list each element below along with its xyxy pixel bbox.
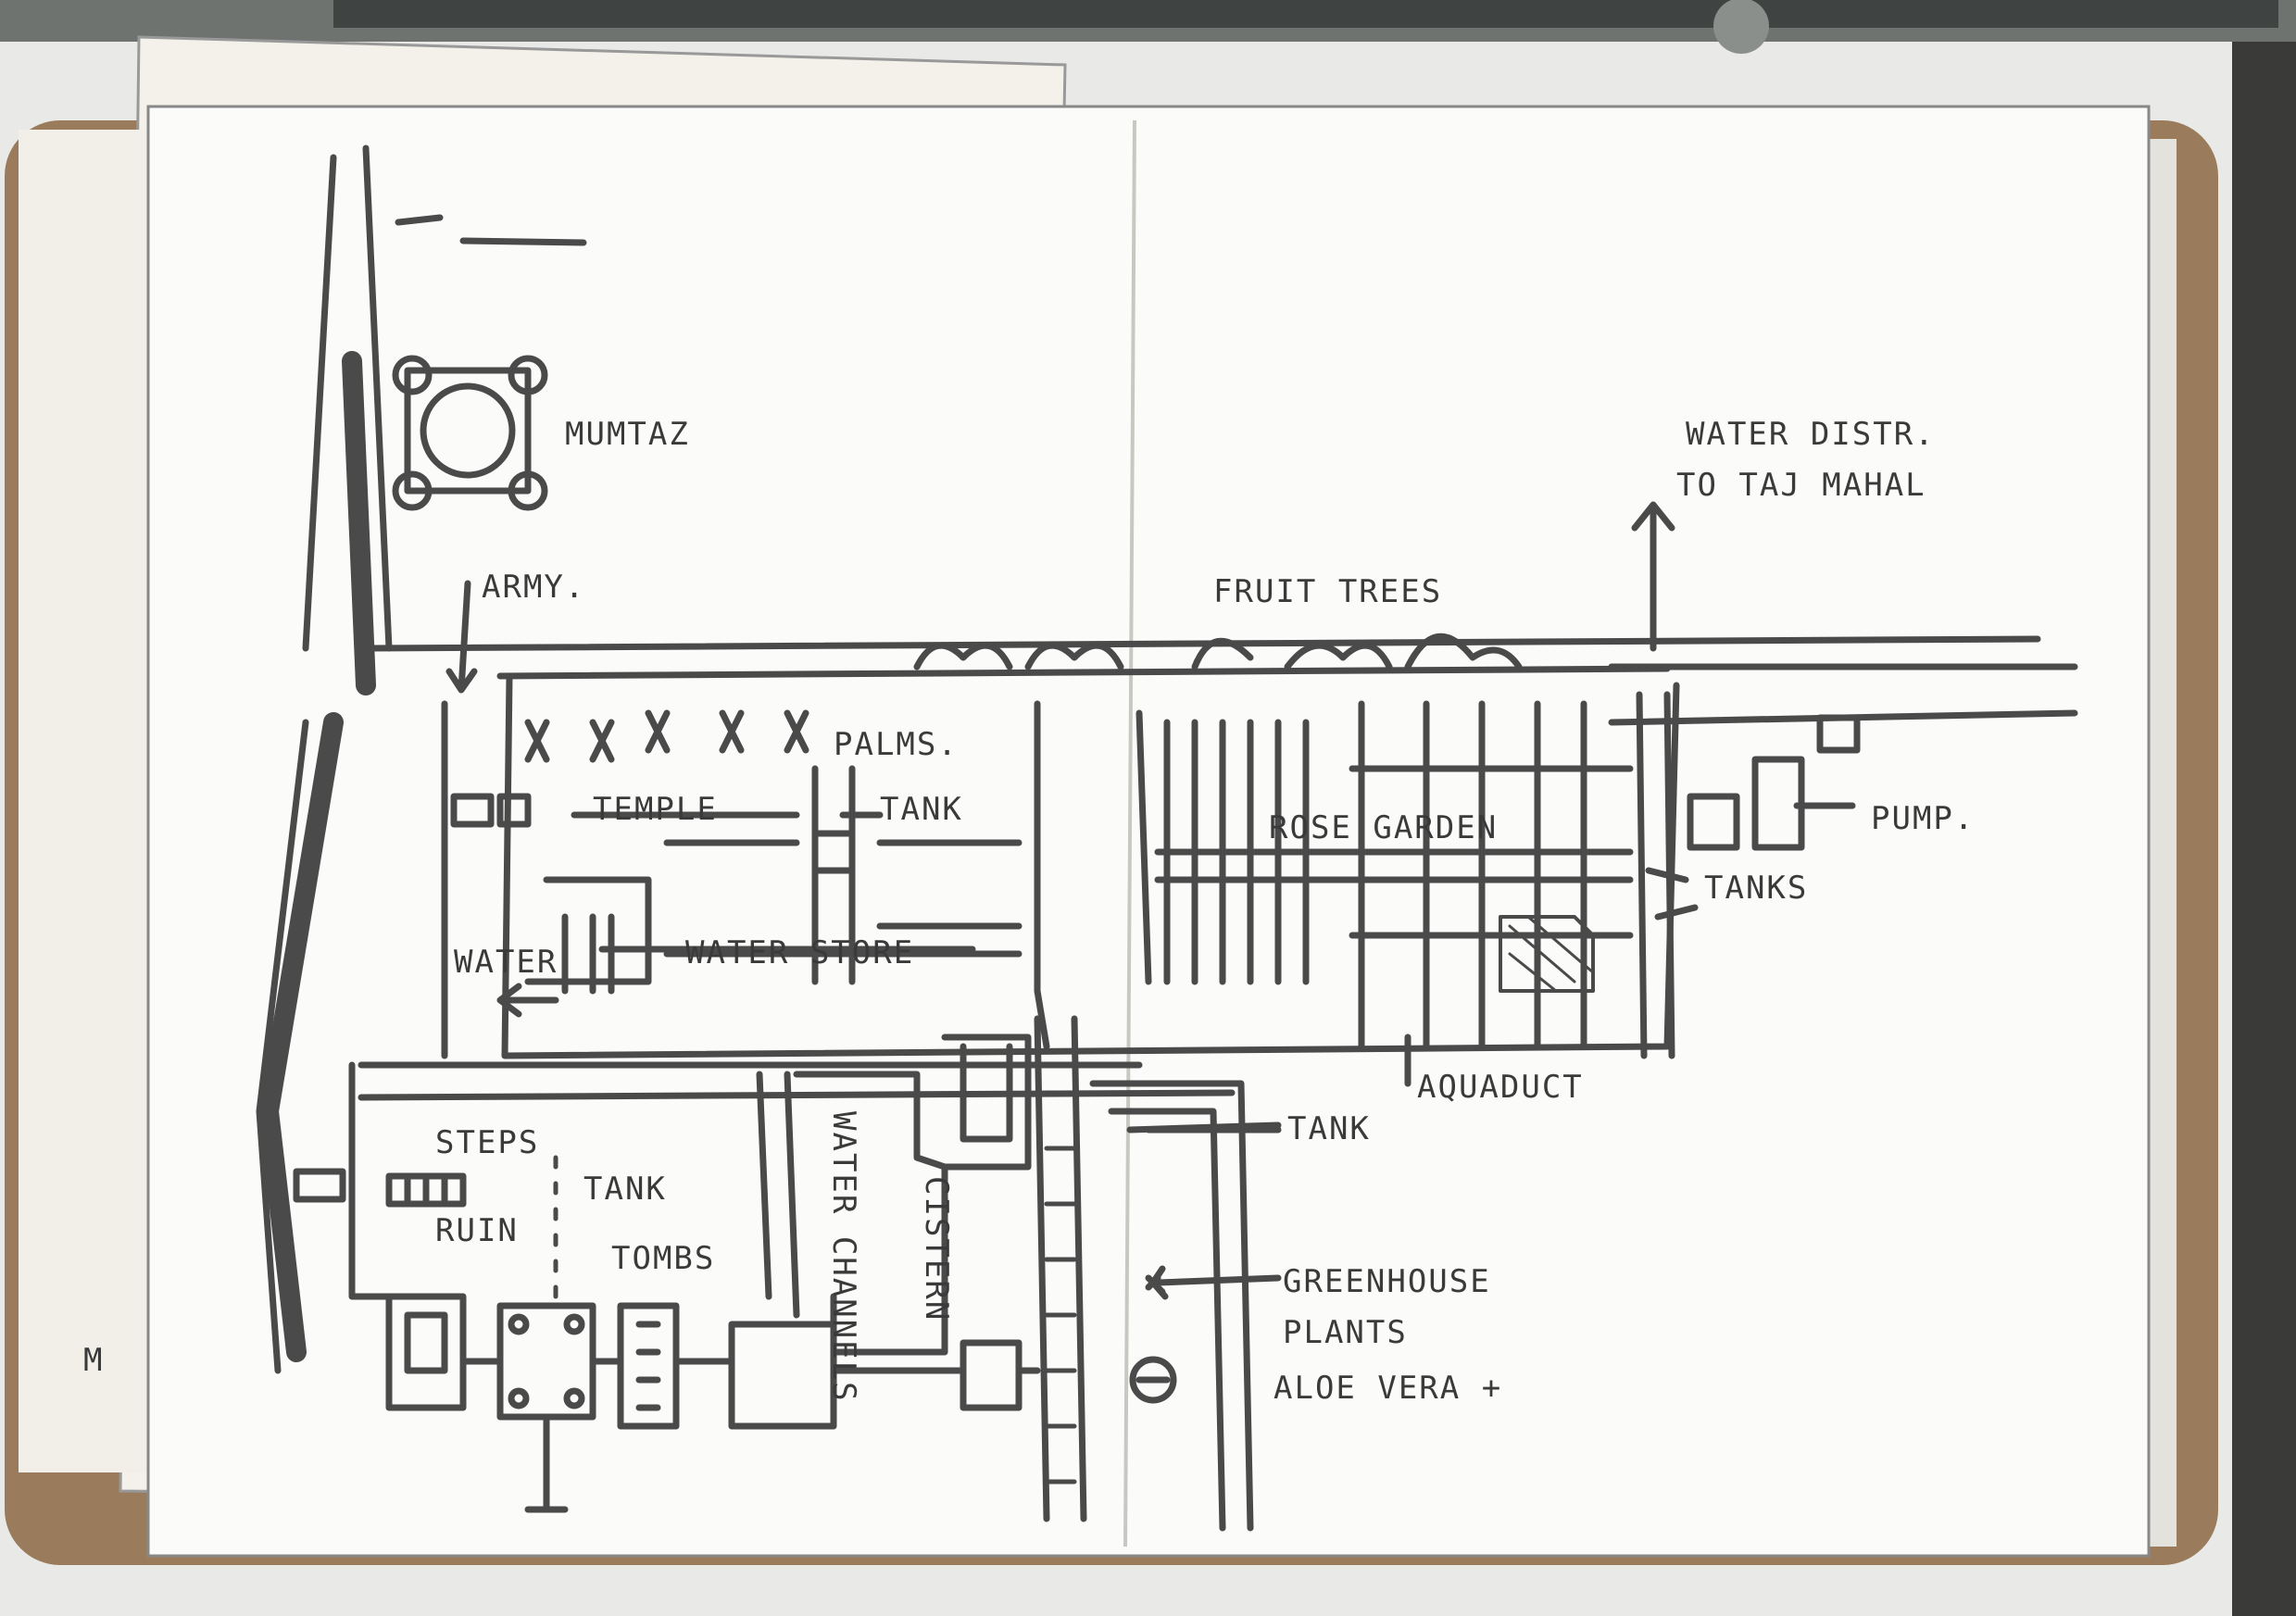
palms — [524, 709, 809, 763]
top-wall — [367, 635, 2041, 652]
label-tank-left: TANK — [583, 1171, 667, 1208]
ladder-channel — [1034, 1015, 1087, 1522]
stub-pages — [19, 130, 167, 1472]
label-water-distr-1: WATER DISTR. — [1686, 416, 1936, 453]
water-distr-arrow — [1631, 501, 1675, 652]
hatched-wall — [342, 351, 376, 695]
hatched-wall — [258, 712, 344, 1362]
label-greenhouse-3: ALOE VERA + — [1273, 1370, 1502, 1407]
label-tanks: TANKS — [1704, 870, 1808, 907]
cistern-tank — [960, 1339, 1023, 1411]
left-wall-line — [362, 144, 393, 652]
tank-small — [811, 830, 856, 874]
label-steps: STEPS — [435, 1124, 539, 1161]
label-army: ARMY. — [482, 569, 585, 606]
center-fold — [1123, 119, 1136, 1547]
left-wall-line — [302, 154, 337, 652]
label-palms: PALMS. — [834, 726, 959, 763]
well — [1129, 1356, 1177, 1404]
screw-icon — [1713, 0, 1769, 54]
label-tank-mid: TANK — [1287, 1110, 1371, 1147]
greenhouse-channel — [1089, 1080, 1254, 1532]
label-temple: TEMPLE — [593, 791, 718, 828]
label-rose-garden: ROSE GARDEN — [1269, 809, 1498, 846]
tank-right-3 — [1816, 714, 1861, 754]
scanner-right-edge — [2232, 42, 2296, 1616]
mumtaz-pavilion — [404, 367, 532, 495]
label-pump: PUMP. — [1871, 800, 1975, 837]
tank-mid — [941, 1033, 1032, 1171]
margin-mark: M — [83, 1342, 104, 1379]
water-channels — [756, 1071, 800, 1319]
ink-drawing — [256, 144, 2078, 1532]
label-fruit-trees: FRUIT TREES — [1213, 573, 1442, 610]
label-greenhouse-1: GREENHOUSE — [1283, 1263, 1491, 1300]
hatched-plot — [1499, 915, 1595, 993]
label-water-store: WATER STORE — [685, 934, 914, 971]
label-aquaduct: AQUADUCT — [1417, 1069, 1584, 1106]
top-wall-inner — [496, 665, 1671, 680]
mumtaz-dome — [420, 382, 516, 479]
label-water-distr-2: TO TAJ MAHAL — [1676, 467, 1926, 504]
label-tombs: TOMBS — [611, 1240, 715, 1277]
tree-bush — [913, 642, 1013, 670]
label-water: WATER — [454, 944, 558, 981]
outer-wall — [256, 719, 309, 1374]
tomb-2 — [617, 1302, 680, 1430]
tank-right-1 — [1687, 793, 1740, 851]
label-water-channels: WATER CHANNELS — [825, 1111, 862, 1403]
label-cistern: CISTERN — [918, 1176, 955, 1322]
label-ruin: RUIN — [435, 1212, 519, 1249]
tank-low — [728, 1321, 837, 1430]
army-arrow — [445, 580, 478, 694]
water-arrow — [496, 983, 559, 1018]
label-tank-top: TANK — [880, 791, 963, 828]
scanner-clip — [333, 0, 2278, 28]
label-mumtaz: MUMTAZ — [565, 416, 690, 453]
ruin — [385, 1293, 467, 1411]
rose-garden-grid — [1358, 700, 1587, 1050]
sketch-page — [146, 105, 2151, 1558]
temple — [450, 793, 495, 828]
label-greenhouse-2: PLANTS — [1283, 1314, 1408, 1351]
